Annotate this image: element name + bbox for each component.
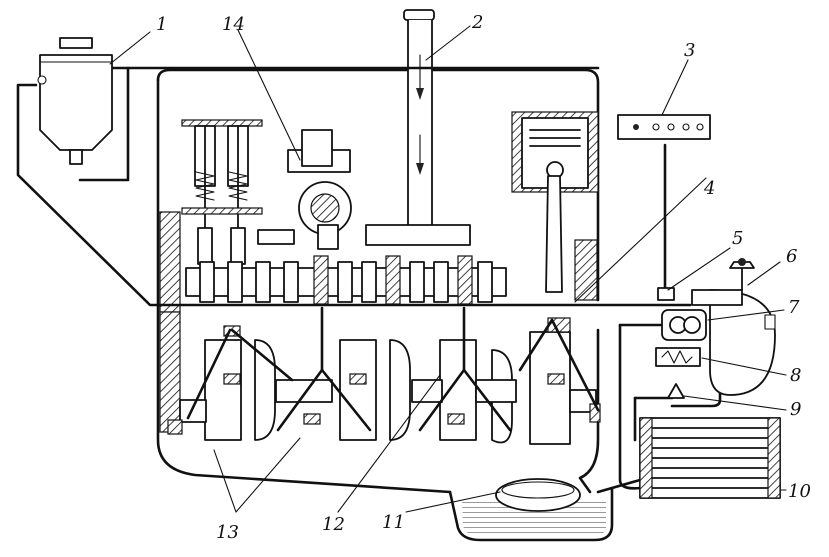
callout-5: 5	[732, 228, 743, 249]
callout-4: 4	[703, 178, 715, 199]
camshaft-bearing	[313, 255, 329, 305]
callout-12: 12	[322, 514, 345, 535]
camshaft	[185, 255, 507, 305]
valve-gear	[159, 119, 352, 433]
camshaft-bearing	[457, 255, 473, 305]
callout-6: 6	[786, 246, 797, 267]
camshaft-bearing	[385, 255, 401, 305]
oil-cooler	[639, 417, 781, 499]
callout-3: 3	[684, 40, 695, 61]
callout-8: 8	[790, 365, 801, 386]
oil-sump	[448, 478, 614, 542]
leader-lines	[109, 25, 787, 513]
callout-9: 9	[790, 399, 801, 420]
callout-7: 7	[788, 297, 800, 318]
callout-labels: 1 14 2 3 4 5 6 7 8 9 10 11 12 13	[156, 12, 811, 543]
oil-filter	[691, 258, 776, 396]
oil-lines	[16, 66, 722, 494]
callout-11: 11	[382, 512, 405, 533]
callout-14: 14	[222, 14, 245, 35]
pressure-relief-valve	[655, 347, 701, 367]
pressure-sensor	[657, 287, 675, 301]
crankshaft	[167, 306, 601, 445]
oil-reservoir	[37, 37, 113, 165]
oil-strainer	[495, 478, 581, 512]
callout-2: 2	[471, 12, 483, 33]
callout-10: 10	[788, 481, 811, 502]
oil-pump	[661, 309, 707, 341]
callout-13: 13	[216, 522, 239, 543]
drain-valve	[667, 383, 685, 399]
piston-assembly	[511, 111, 599, 301]
pressure-gauge-panel	[617, 114, 711, 140]
callout-1: 1	[156, 14, 167, 35]
cylinder-head-plate	[365, 224, 471, 246]
oil-filler-tube	[403, 9, 435, 233]
